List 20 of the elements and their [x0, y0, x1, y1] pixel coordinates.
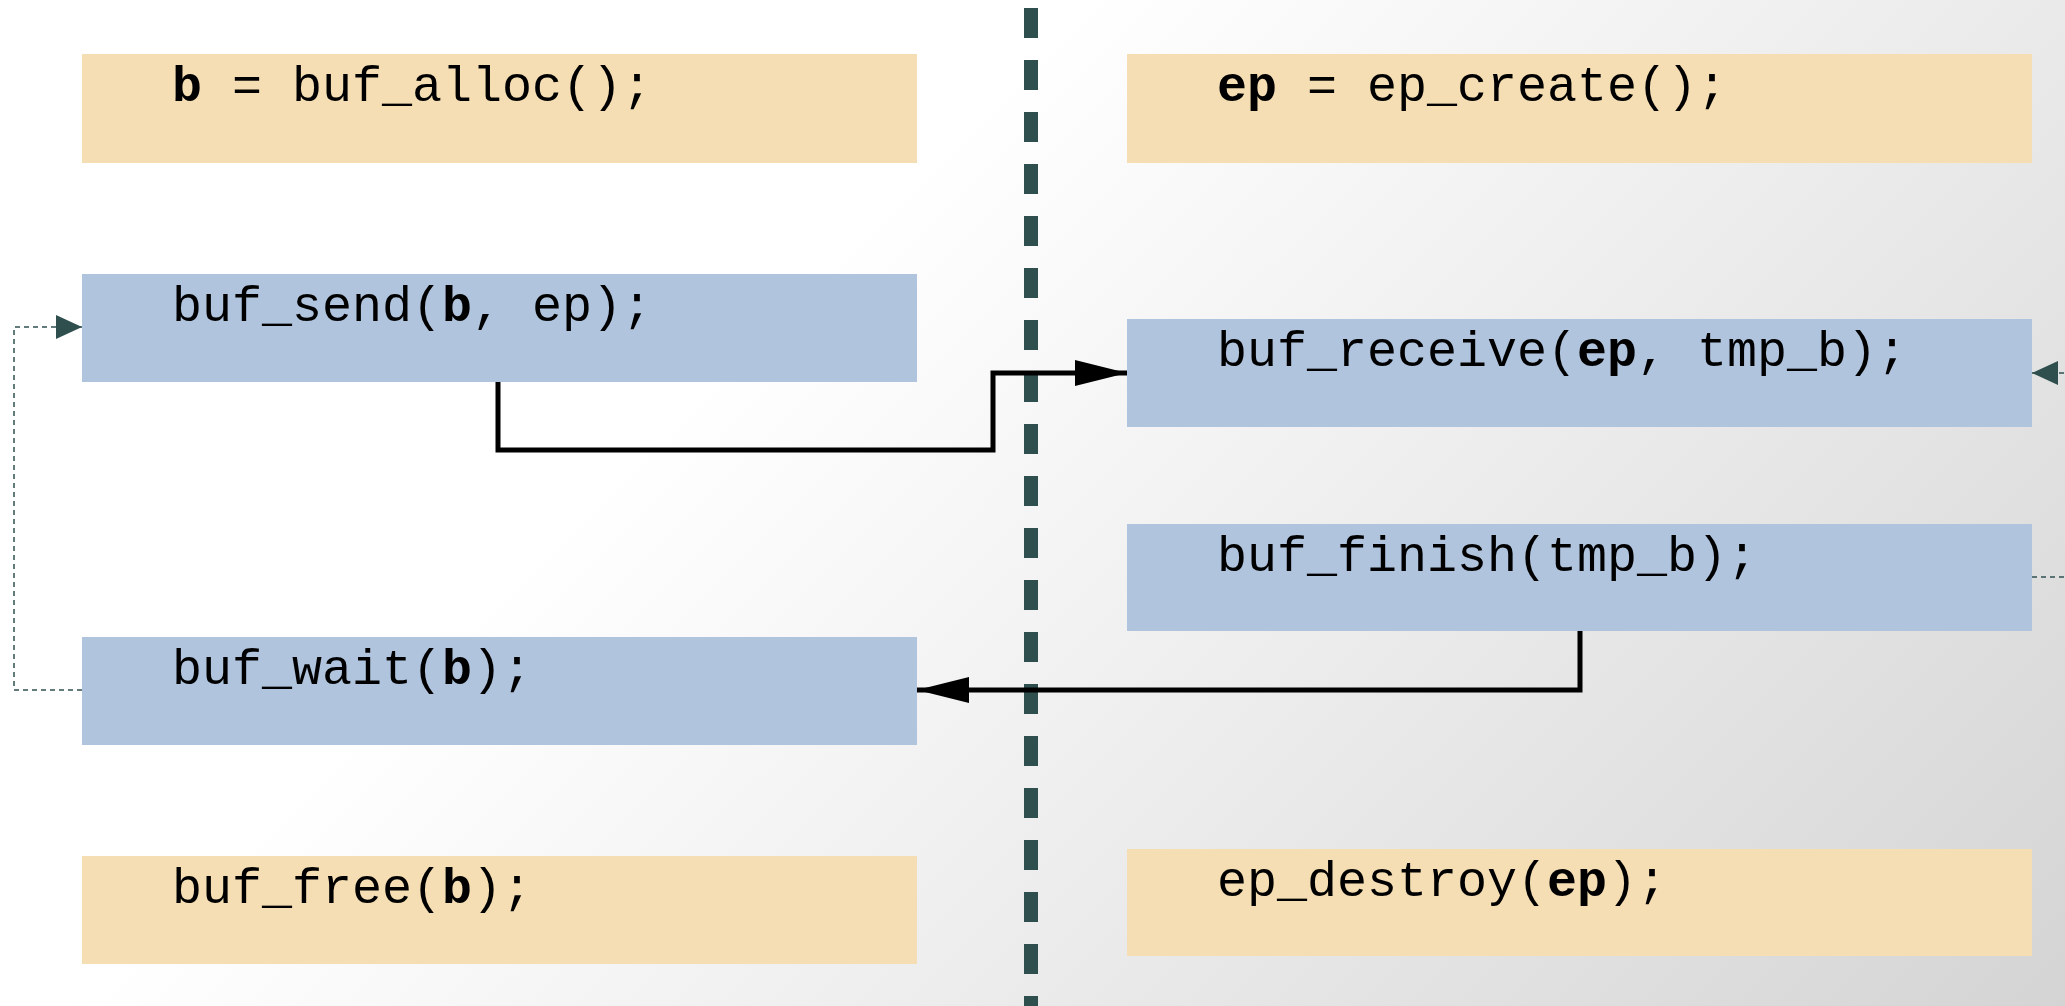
code-box: [82, 856, 917, 964]
code-text: ep_destroy(ep);: [1217, 854, 1668, 911]
arrow: [917, 631, 1583, 703]
code-box: [1127, 524, 2032, 631]
arrow: [13, 315, 83, 691]
code-box: [82, 637, 917, 745]
code-box: [1127, 849, 2032, 956]
code-box: [1127, 54, 2032, 163]
code-text: b = buf_alloc();: [172, 59, 653, 116]
code-text: buf_wait(b);: [172, 642, 533, 699]
code-text: buf_finish(tmp_b);: [1217, 529, 1758, 586]
arrow: [2031, 361, 2065, 578]
code-text: buf_free(b);: [172, 861, 533, 918]
code-text: ep = ep_create();: [1217, 59, 1728, 116]
code-text: buf_receive(ep, tmp_b);: [1217, 324, 1908, 381]
code-box: [82, 274, 917, 382]
code-box: [1127, 319, 2032, 427]
code-box: [82, 54, 917, 163]
arrow: [495, 360, 1127, 453]
code-text: buf_send(b, ep);: [172, 279, 653, 336]
